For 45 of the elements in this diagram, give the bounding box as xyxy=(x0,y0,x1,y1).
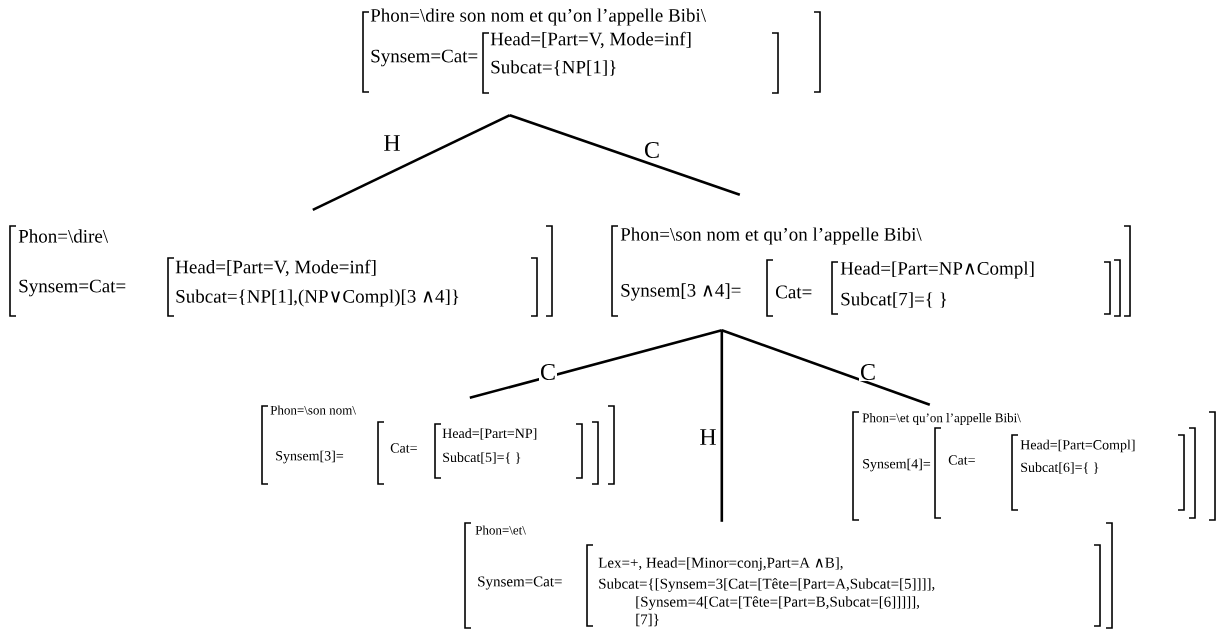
feature-text: Head=[Part=Compl] xyxy=(1020,439,1135,453)
feature-text: Head=[Part=NP∧Compl] xyxy=(840,261,1034,279)
feature-text: Cat= xyxy=(776,285,812,299)
feature-structure xyxy=(464,522,1113,629)
feature-text: Subcat={NP[1]} xyxy=(491,60,616,76)
feature-text: Phon=\dire son nom et qu’on l’appelle Bibi\ xyxy=(370,8,706,26)
feature-text: Subcat[6]={ } xyxy=(1021,462,1099,474)
edge-label: C xyxy=(859,362,877,382)
feature-text: Head=[Part=NP] xyxy=(442,428,537,440)
feature-text: Synsem=Cat= xyxy=(478,576,562,590)
feature-text: Synsem[3 ∧4]= xyxy=(621,283,741,301)
feature-text: Synsem=Cat= xyxy=(19,279,126,297)
feature-text: Head=[Part=V, Mode=inf] xyxy=(490,31,691,49)
feature-text: Phon=\et qu’on l’appelle Bibi\ xyxy=(862,413,1021,425)
feature-structure xyxy=(362,8,821,94)
feature-text: Lex=+, Head=[Minor=conj,Part=A ∧B], xyxy=(598,557,843,571)
edge-label: C xyxy=(643,140,661,160)
feature-text: Synsem[3]= xyxy=(276,450,344,464)
feature-structure xyxy=(261,405,615,485)
tree-branch xyxy=(720,330,724,522)
feature-text: Synsem[4]= xyxy=(863,458,931,472)
feature-structure xyxy=(9,225,553,317)
tree-branch xyxy=(721,329,931,407)
feature-text: Subcat={NP[1],(NP∨Compl)[3 ∧4]} xyxy=(176,289,459,307)
feature-text: Phon=\et\ xyxy=(475,525,526,535)
feature-text: Phon=\son nom\ xyxy=(270,405,356,415)
feature-structure xyxy=(611,225,1131,317)
tree-branch xyxy=(509,113,741,197)
feature-text: Subcat[5]={ } xyxy=(443,452,521,464)
edge-label: H xyxy=(698,428,718,446)
feature-text: Head=[Part=V, Mode=inf] xyxy=(175,259,376,277)
feature-text: Cat= xyxy=(390,443,417,453)
feature-text: [Synsem=4[Cat=[Tête=[Part=B,Subcat=[6]]]]], xyxy=(636,596,919,610)
edge-label: H xyxy=(382,134,402,152)
feature-text: [7]} xyxy=(636,613,659,627)
feature-text: Phon=\dire\ xyxy=(18,229,109,243)
edge-label: C xyxy=(539,362,557,382)
feature-text: Cat= xyxy=(948,455,975,465)
feature-structure xyxy=(852,411,1216,521)
feature-text: Phon=\son nom et qu’on l’appelle Bibi\ xyxy=(620,227,922,245)
feature-text: Subcat={[Synsem=3[Cat=[Tête=[Part=A,Subcat=[5]]]], xyxy=(599,578,935,592)
feature-text: Synsem=Cat= xyxy=(371,49,478,67)
tree-branch xyxy=(469,328,723,400)
tree-branch xyxy=(312,114,511,211)
feature-text: Subcat[7]={ } xyxy=(841,292,947,308)
